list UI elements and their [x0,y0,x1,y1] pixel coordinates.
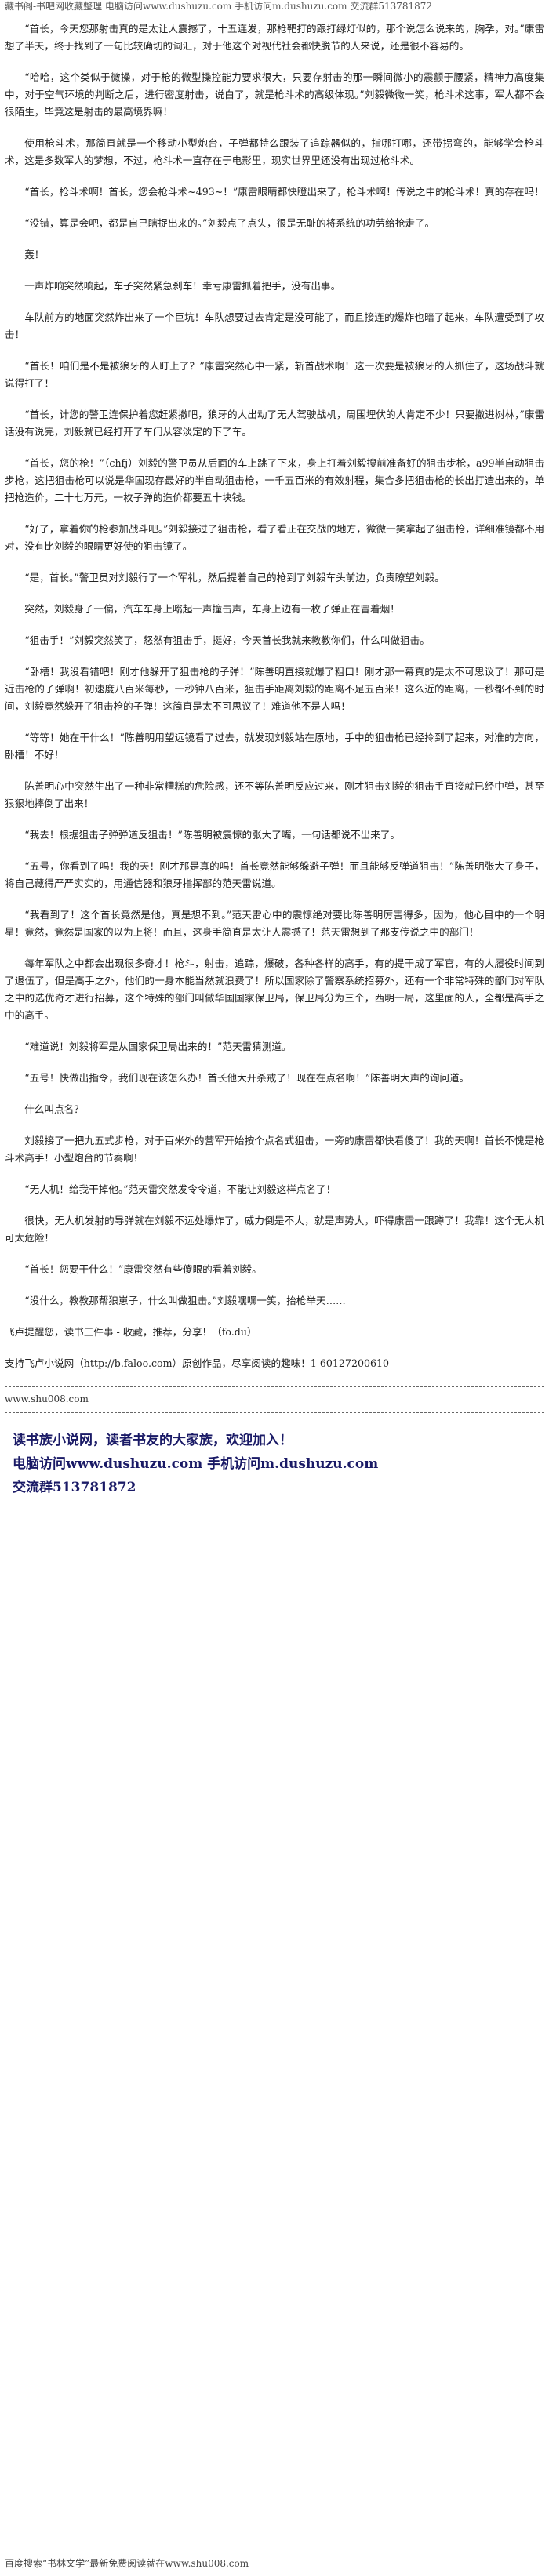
paragraph: 陈善明心中突然生出了一种非常糟糕的危险感，还不等陈善明反应过来，刚才狙击刘毅的狙… [5,780,544,809]
paragraph: 轰！ [24,249,45,260]
paragraph: “卧槽！我没看错吧！刚才他躲开了狙击枪的子弹！”陈善明直接就爆了粗口！刚才那一幕… [5,666,544,712]
paragraph: “没什么，教教那帮狼崽子，什么叫做狙击。”刘毅嘿嘿一笑，抬枪举天…… [24,1295,346,1306]
paragraph: 车队前方的地面突然炸出来了一个巨坑！车队想要过去肯定是没可能了，而且接连的爆炸也… [5,311,544,340]
faloo-reminder: 飞卢提醒您，读书三件事 - 收藏，推荐，分享！（fo.du） [5,1326,257,1338]
promo-line-2: 电脑访问www.dushuzu.com 手机访问m.dushuzu.com [13,1456,379,1472]
paragraph: “首长，枪斗术啊！首长，您会枪斗术~493~！”康雷眼睛都快瞪出来了，枪斗术啊！… [24,186,544,198]
paragraph: “我去！根据狙击子弹弹道反狙击！”陈善明被震惊的张大了嘴，一句话都说不出来了。 [24,829,401,841]
paragraph: “首长，今天您那射击真的是太让人震撼了，十五连发，那枪靶打的跟打绿灯似的，那个说… [5,23,544,52]
paragraph: “是，首长。”警卫员对刘毅行了一个军礼，然后提着自己的枪到了刘毅车头前边，负责瞭… [24,572,445,583]
footer-line: 百度搜索“书林文学”最新免费阅读就在www.shu008.com [5,2552,544,2570]
paragraph: “狙击手！”刘毅突然笑了，怒然有狙击手，挺好，今天首长我就来教教你们，什么叫做狙… [24,634,430,646]
paragraph: “首长，您的枪！”（chfj）刘毅的警卫员从后面的车上跳了下来，身上打着刘毅搜前… [5,457,544,503]
chapter-body: “首长，今天您那射击真的是太让人震撼了，十五连发，那枪靶打的跟打绿灯似的，那个说… [5,20,544,1372]
paragraph: “难道说！刘毅将军是从国家保卫局出来的！”范天雷猜测道。 [24,1041,292,1052]
paragraph: “首长！您要干什么！”康雷突然有些傻眼的看着刘毅。 [24,1263,262,1275]
divider [5,1412,544,1413]
paragraph: “哈哈，这个类似于微操，对于枪的微型操控能力要求很大，只要存射击的那一瞬间微小的… [5,71,544,118]
paragraph: 刘毅接了一把九五式步枪，对于百米外的营军开始按个点名式狙击，一旁的康雷都快看傻了… [5,1135,544,1164]
paragraph: 很快，无人机发射的导弹就在刘毅不远处爆炸了，威力倒是不大，就是声势大，吓得康雷一… [5,1215,544,1244]
promo-block: 读书族小说网，读者书友的大家族，欢迎加入！ 电脑访问www.dushuzu.co… [5,1418,544,1504]
header-line: 藏书阁-书吧网收藏整理 电脑访问www.dushuzu.com 手机访问m.du… [5,1,433,12]
paragraph: 一声炸响突然响起，车子突然紧急刹车！幸亏康雷抓着把手，没有出事。 [24,280,341,292]
paragraph: “我看到了！这个首长竟然是他，真是想不到。”范天雷心中的震惊绝对要比陈善明厉害得… [5,909,544,938]
paragraph: “没错，算是会吧，都是自己瞎捉出来的。”刘毅点了点头，很是无耻的将系统的功劳给抢… [24,217,435,229]
paragraph: “五号，你看到了吗！我的天！刚才那是真的吗！首长竟然能够躲避子弹！而且能够反弹道… [5,860,544,889]
paragraph: “无人机！给我干掉他。”范天雷突然发令令道，不能让刘毅这样点名了！ [24,1183,336,1195]
paragraph: “五号！快做出指令，我们现在该怎么办！首长他大开杀戒了！现在在点名啊！”陈善明大… [24,1072,470,1084]
paragraph: 使用枪斗术，那简直就是一个移动小型炮台，子弹都特么跟装了追踪器似的，指哪打哪，还… [5,137,544,166]
paragraph: “好了，拿着你的枪参加战斗吧。”刘毅接过了狙击枪，看了看正在交战的地方，微微一笑… [5,523,544,552]
paragraph: “首长，计您的警卫连保护着您赶紧撤吧，狼牙的人出动了无人驾驶战机，周围埋伏的人肯… [5,409,544,438]
promo-line-3: 交流群513781872 [13,1480,136,1495]
paragraph: 突然，刘毅身子一偏，汽车车身上嗡起一声撞击声，车身上边有一枚子弹正在冒着烟！ [24,603,400,615]
promo-line-1: 读书族小说网，读者书友的大家族，欢迎加入！ [13,1433,293,1448]
paragraph: 什么叫点名？ [24,1103,84,1115]
divider [5,1386,544,1387]
paragraph: “首长！咱们是不是被狼牙的人盯上了？”康雷突然心中一紧，斩首战术啊！这一次要是被… [5,360,544,389]
paragraph: “等等！她在干什么！”陈善明用望远镜看了过去，就发现刘毅站在原地，手中的狙击枪已… [5,732,544,761]
faloo-support-line: 支持飞卢小说网（http://b.faloo.com）原创作品，尽享阅读的趣味！… [5,1357,390,1369]
source-line: www.shu008.com [5,1393,89,1404]
paragraph: 每年军队之中都会出现很多奇才！枪斗，射击，追踪，爆破，各种各样的高手，有的提干成… [5,957,544,1021]
